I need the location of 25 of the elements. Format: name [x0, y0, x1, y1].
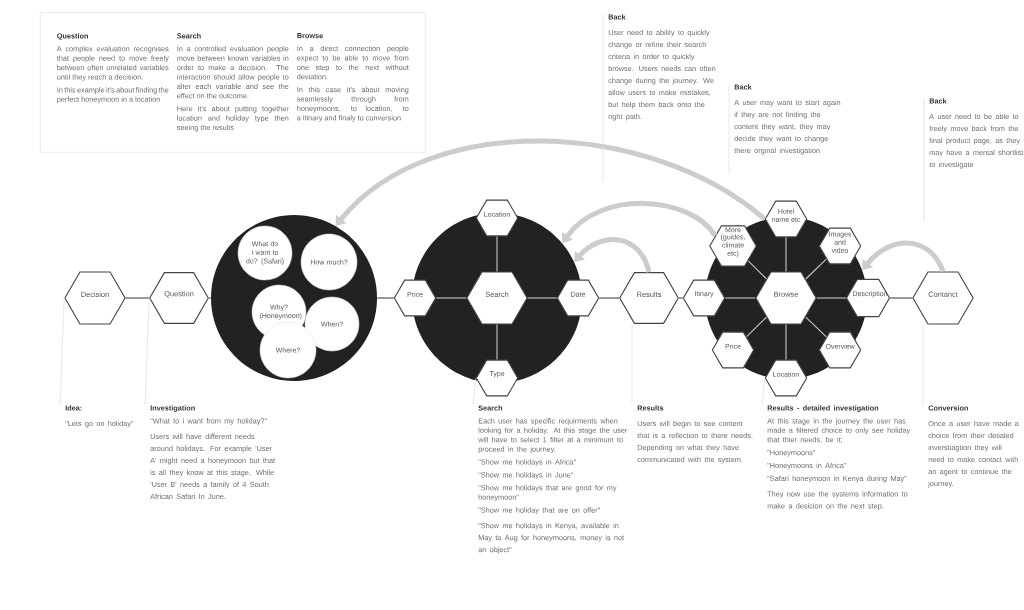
connector-line [785, 324, 787, 361]
connector-line [805, 258, 827, 280]
connector-line [435, 297, 467, 299]
connector-line [527, 297, 558, 299]
leader-line [144, 297, 150, 406]
connector-line [747, 260, 767, 280]
connector-line [724, 297, 756, 299]
connector-line [376, 297, 395, 299]
leader-line [761, 377, 766, 406]
back-arrow [335, 138, 767, 226]
connector-line [678, 297, 684, 299]
leader-line [59, 297, 65, 406]
connector-line [746, 316, 767, 338]
connector-line [496, 235, 498, 272]
leader-line [472, 377, 477, 406]
back-arrow [574, 237, 652, 273]
connector-line [208, 297, 212, 299]
connector-line [816, 297, 847, 299]
connector-line [805, 316, 827, 338]
connector-line [125, 297, 150, 299]
back-arrow [862, 240, 946, 273]
connector-line [598, 297, 620, 299]
connector-line [889, 297, 913, 299]
connector-line [785, 236, 787, 272]
connector-line [496, 324, 498, 361]
